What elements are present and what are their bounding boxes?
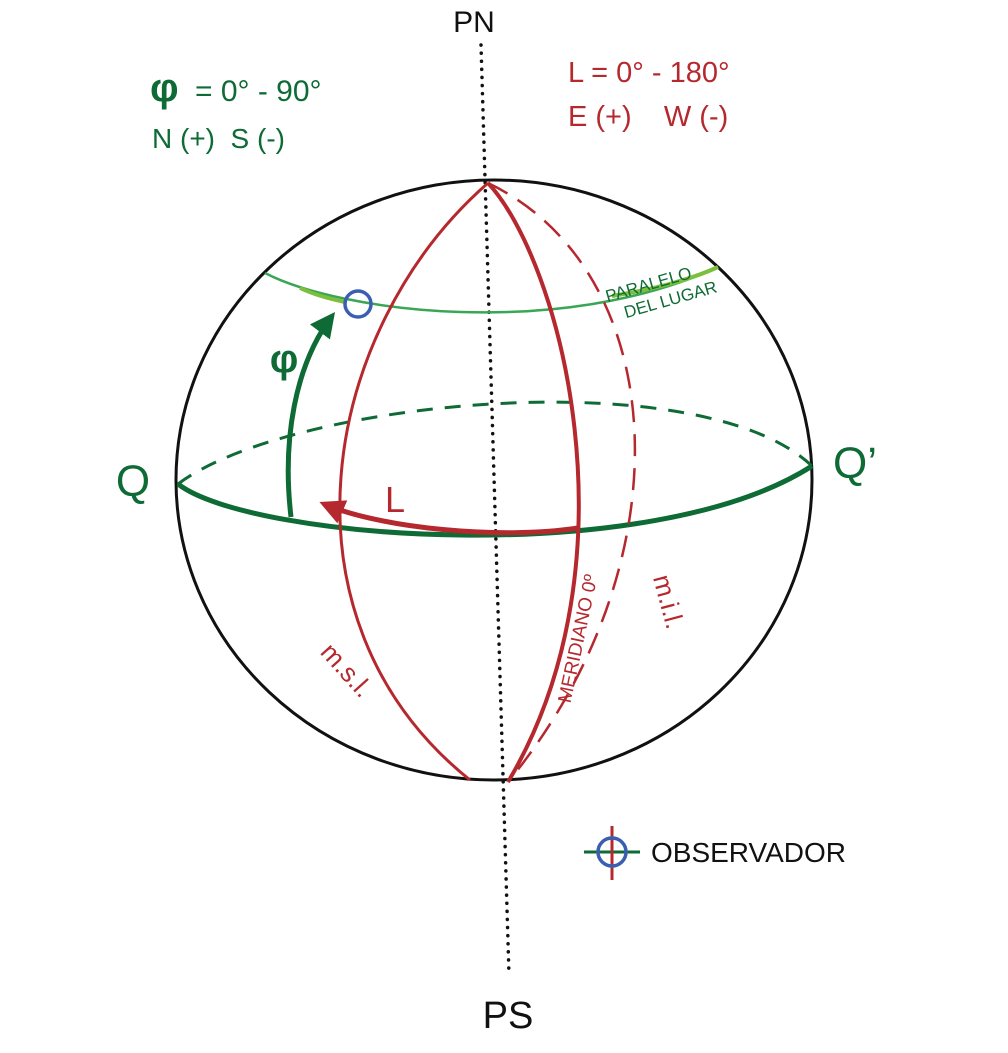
longitude-arc-arrow	[319, 500, 579, 536]
parallel-of-place-highlight	[299, 286, 346, 304]
observer-crosshair-icon	[584, 826, 640, 880]
south-pole-label: PS	[483, 995, 534, 1037]
longitude-signs-text: E (+) W (-)	[568, 101, 728, 133]
sphere-outline	[174, 178, 814, 782]
north-pole-label: PN	[453, 6, 495, 39]
latitude-symbol: φ	[150, 66, 179, 110]
upper-meridian-line	[338, 181, 489, 782]
legend-observer-label: OBSERVADOR	[651, 837, 846, 868]
equator-point-right-label: Q’	[833, 439, 877, 488]
prime-meridian-line	[486, 181, 581, 784]
parallel-of-place-highlight-right	[611, 265, 719, 298]
latitude-arc-label: φ	[270, 337, 299, 381]
latitude-signs-text: N (+) S (-)	[152, 123, 285, 154]
latitude-arc-arrow	[285, 312, 336, 518]
observer-position-marker	[343, 289, 373, 319]
latitude-range: = 0° - 90°	[195, 75, 322, 108]
longitude-range-text: L = 0° - 180°	[568, 57, 730, 89]
latitude-range-text: φ = 0° - 90°	[150, 66, 322, 110]
polar-axis	[479, 43, 511, 977]
lower-meridian-line	[487, 181, 637, 783]
longitude-arc-label: L	[385, 479, 405, 520]
lower-meridian-label: m.i.l.	[647, 571, 690, 632]
equator-back	[177, 400, 814, 486]
equator-front	[176, 463, 814, 538]
equator-point-left-label: Q	[116, 457, 150, 506]
